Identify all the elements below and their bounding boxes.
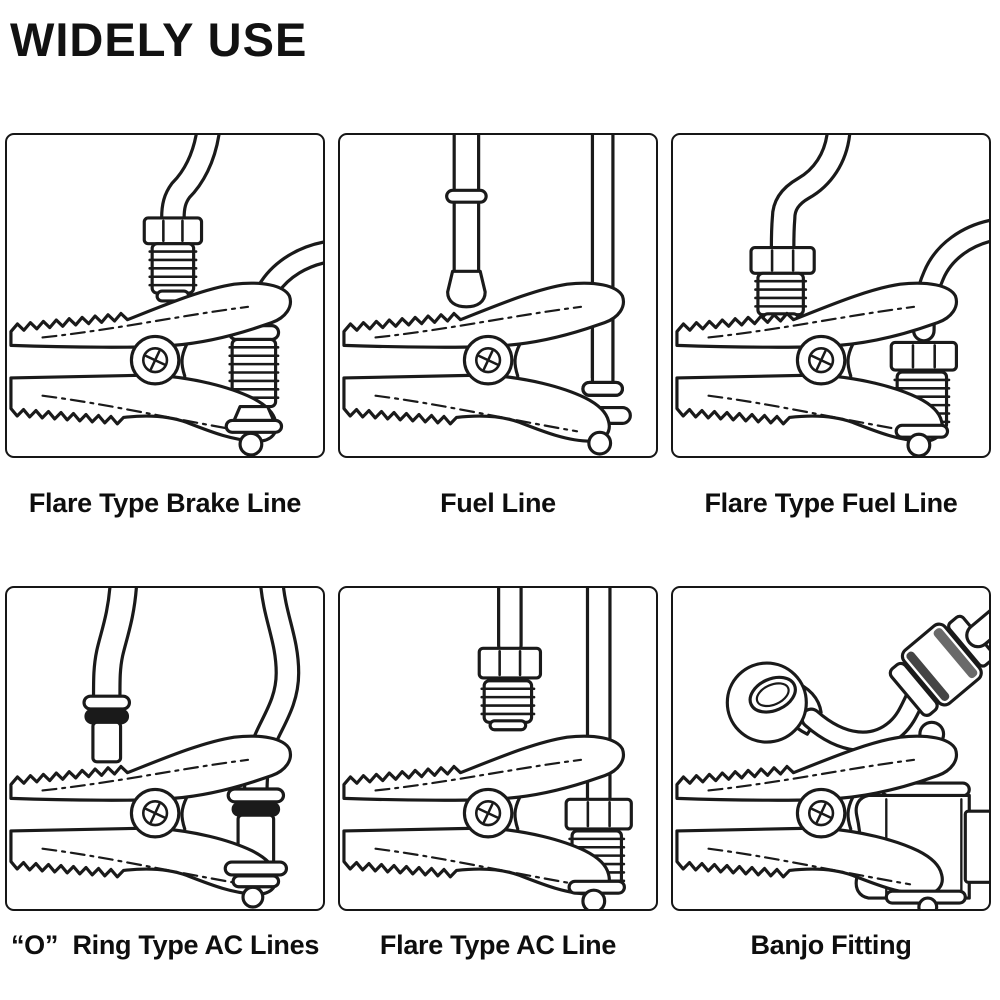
panel-caption: Flare Type AC Line [379, 930, 617, 960]
panel-flare-type-brake-line [5, 133, 325, 458]
clamp-illustration-fuel-line [342, 135, 632, 456]
panel-caption: Fuel Line [440, 488, 556, 518]
usage-figure-flare-ac-line: Flare Type AC Line [338, 586, 658, 961]
usage-figure-banjo-fitting: Banjo Fitting [671, 586, 991, 961]
usage-figure-fuel-line: Fuel Line [338, 133, 658, 519]
panel-o-ring-type-ac-lines [5, 586, 325, 911]
usage-figure-flare-fuel-line: Flare Type Fuel Line [671, 133, 991, 519]
clamp-illustration-flare-brake-line [9, 135, 323, 456]
usage-figure-flare-brake-line: Flare Type Brake Line [5, 133, 325, 519]
panel-grid-row-1: Flare Type Brake Line Fuel Line Flare Ty… [5, 133, 991, 519]
panel-banjo-fitting [671, 586, 991, 911]
panel-caption: Flare Type Brake Line [28, 488, 302, 518]
page-title: WIDELY USE [10, 13, 308, 66]
clamp-illustration-banjo-fitting [675, 606, 989, 909]
usage-figure-o-ring-ac-lines: “O” Ring Type AC Lines [5, 586, 325, 961]
panel-flare-type-ac-line [338, 586, 658, 911]
panel-caption: Banjo Fitting [750, 930, 912, 960]
panel-grid-row-2: “O” Ring Type AC Lines Flare Type AC Lin… [5, 586, 991, 961]
clamp-illustration-flare-fuel-line [675, 135, 989, 456]
panel-caption: Flare Type Fuel Line [704, 488, 958, 518]
panel-fuel-line [338, 133, 658, 458]
panel-caption: “O” Ring Type AC Lines [10, 930, 320, 960]
clamp-illustration-o-ring-ac-line [9, 588, 301, 909]
clamp-illustration-flare-ac-line [342, 588, 633, 909]
panel-flare-type-fuel-line [671, 133, 991, 458]
